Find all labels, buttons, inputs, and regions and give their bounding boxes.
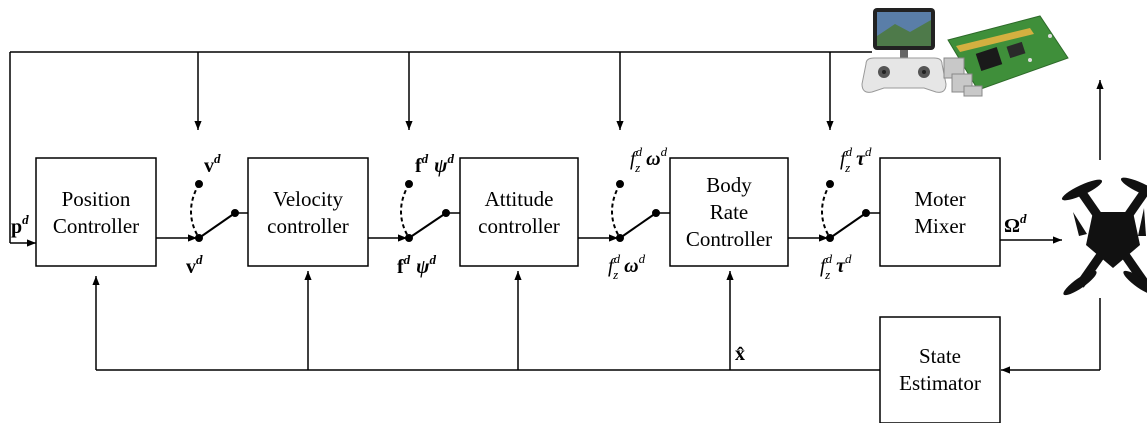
block-label: Velocity: [273, 187, 343, 211]
right-loops: [1001, 80, 1104, 374]
block-label: Position: [62, 187, 131, 211]
label-vd-top: vd: [204, 151, 221, 177]
quadcopter-drone-icon: [1061, 177, 1147, 296]
block-label: Attitude: [485, 187, 554, 211]
label-pd: pd: [11, 212, 29, 238]
block-label: State: [919, 344, 961, 368]
block-label: Controller: [53, 214, 139, 238]
block-label: Rate: [710, 200, 748, 224]
moter-mixer-block: Moter Mixer: [879, 157, 1001, 267]
block-label: controller: [267, 214, 349, 238]
block-label: Moter: [914, 187, 965, 211]
block-label: Mixer: [914, 214, 965, 238]
position-controller-block: Position Controller: [35, 157, 157, 267]
block-label: Estimator: [899, 371, 981, 395]
label-Omegad: Ωd: [1004, 211, 1027, 237]
state-estimator-block: State Estimator: [879, 316, 1001, 423]
switch-3: [611, 180, 660, 242]
bottom-bus: [92, 271, 880, 371]
body-rate-controller-block: Body Rate Controller: [669, 157, 789, 267]
top-bus: [9, 51, 872, 247]
block-label: Body: [706, 173, 752, 197]
label-vd-bottom: vd: [186, 252, 203, 278]
switch-1: [190, 180, 239, 242]
switch-2: [400, 180, 450, 242]
attitude-controller-block: Attitude controller: [459, 157, 579, 267]
switch-4: [821, 180, 870, 242]
raspberry-pi-icon: [943, 15, 1069, 97]
velocity-controller-block: Velocity controller: [247, 157, 369, 267]
block-label: controller: [478, 214, 560, 238]
label-xhat: x̂: [735, 343, 745, 365]
block-label: Controller: [686, 227, 772, 251]
rc-transmitter-icon: [861, 8, 947, 93]
